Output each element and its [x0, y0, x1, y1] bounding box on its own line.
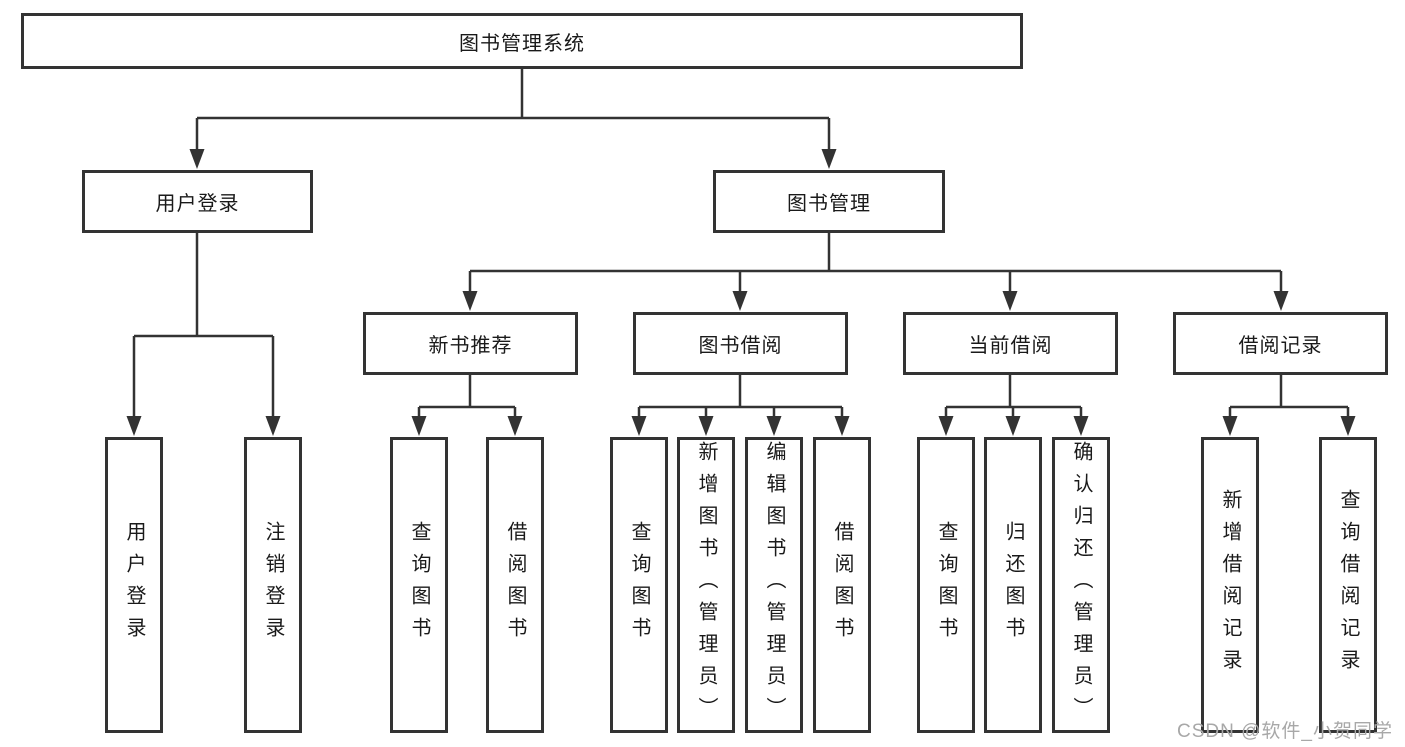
- node-book-management: 图书管理: [713, 170, 945, 233]
- leaf-query-books-recommend: 查询图书: [390, 437, 448, 733]
- leaf-borrow-books: 借阅图书: [813, 437, 871, 733]
- node-label: 新增图书（管理员）: [695, 441, 717, 729]
- node-book-borrow: 图书借阅: [633, 312, 848, 375]
- node-label: 确认归还（管理员）: [1070, 441, 1092, 729]
- leaf-logout: 注销登录: [244, 437, 302, 733]
- node-label: 归还图书: [1002, 521, 1024, 649]
- node-label: 编辑图书（管理员）: [763, 441, 785, 729]
- node-label: 查询图书: [935, 521, 957, 649]
- leaf-edit-books-admin: 编辑图书（管理员）: [745, 437, 803, 733]
- leaf-add-borrow-record: 新增借阅记录: [1201, 437, 1259, 733]
- node-label: 注销登录: [262, 521, 284, 649]
- node-label: 用户登录: [123, 521, 145, 649]
- leaf-query-books-current: 查询图书: [917, 437, 975, 733]
- node-label: 借阅图书: [504, 521, 526, 649]
- node-new-book-recommend: 新书推荐: [363, 312, 578, 375]
- node-library-system: 图书管理系统: [21, 13, 1023, 69]
- node-current-borrow: 当前借阅: [903, 312, 1118, 375]
- node-label: 新增借阅记录: [1219, 489, 1241, 681]
- node-label: 查询图书: [628, 521, 650, 649]
- node-label: 借阅图书: [831, 521, 853, 649]
- leaf-borrow-books-recommend: 借阅图书: [486, 437, 544, 733]
- csdn-watermark: CSDN @软件_小贺同学: [1177, 721, 1393, 742]
- node-label: 新书推荐: [428, 335, 513, 357]
- node-label: 用户登录: [155, 193, 240, 215]
- node-user-login: 用户登录: [82, 170, 313, 233]
- leaf-query-borrow-record: 查询借阅记录: [1319, 437, 1377, 733]
- node-label: 图书管理系统: [459, 32, 585, 55]
- node-label: 当前借阅: [968, 335, 1053, 357]
- node-label: 图书管理: [787, 193, 871, 215]
- leaf-confirm-return-admin: 确认归还（管理员）: [1052, 437, 1110, 733]
- node-label: 查询借阅记录: [1337, 489, 1359, 681]
- node-borrow-records: 借阅记录: [1173, 312, 1388, 375]
- leaf-user-login: 用户登录: [105, 437, 163, 733]
- leaf-query-books-borrow: 查询图书: [610, 437, 668, 733]
- leaf-return-books: 归还图书: [984, 437, 1042, 733]
- node-label: 图书借阅: [698, 335, 783, 357]
- leaf-add-books-admin: 新增图书（管理员）: [677, 437, 735, 733]
- node-label: 借阅记录: [1238, 335, 1323, 357]
- node-label: 查询图书: [408, 521, 430, 649]
